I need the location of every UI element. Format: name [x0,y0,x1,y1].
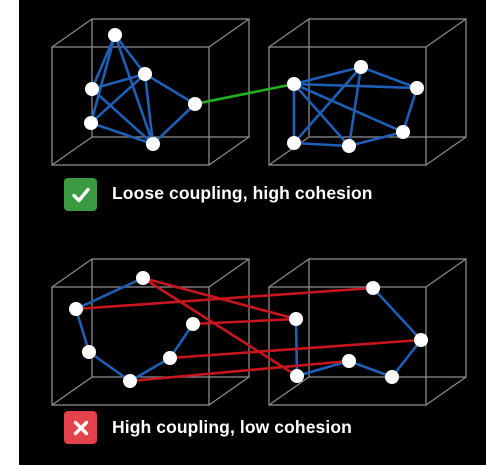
module-node [289,312,303,326]
module-cube-2a-depth-edge [208,376,250,406]
cohesion-edge [87,350,132,383]
module-node [366,281,380,295]
module-cube-1a-front-face [51,46,210,166]
module-node [410,81,424,95]
cohesion-edge [292,82,419,90]
module-node [163,351,177,365]
cohesion-edge [294,317,299,378]
module-cube-2a-depth-edge [208,258,250,288]
cohesion-edge [74,307,91,354]
cohesion-edge [89,72,147,125]
cohesion-edge [90,87,155,146]
coupling-edge-bad [141,276,299,378]
module-node [84,116,98,130]
module-cube-2a-depth-edge [51,376,93,406]
module-cube-1b-front-face [268,46,427,166]
module-cube-1b-depth-edge [268,18,310,48]
cohesion-edge [292,141,351,148]
module-node [290,369,304,383]
cohesion-edge [128,356,172,383]
module-cube-1a-depth-edge [51,136,93,166]
module-cube-2b-back-face [308,258,467,378]
module-node [287,136,301,150]
cohesion-edge [89,121,155,146]
module-cube-1a-depth-edge [208,136,250,166]
success-badge [64,178,97,211]
cohesion-edge [113,33,147,76]
module-cube-1b-depth-edge [268,136,310,166]
cohesion-edge [292,65,363,86]
cross-icon [73,420,88,435]
caption-good: Loose coupling, high cohesion [112,183,373,203]
module-node [186,317,200,331]
cohesion-edge [295,359,351,378]
module-cube-2a-depth-edge [51,258,93,288]
module-node [85,82,99,96]
module-node [69,302,83,316]
module-node [342,354,356,368]
module-node [385,370,399,384]
cohesion-edge [74,276,145,311]
cohesion-edge [347,130,405,148]
module-cube-1a-depth-edge [208,18,250,48]
module-cube-1b-depth-edge [425,136,467,166]
coupling-edge-good [193,82,296,106]
cohesion-edge [89,33,117,125]
cohesion-edge [143,72,155,146]
module-cube-2b-depth-edge [268,258,310,288]
module-cube-2b-depth-edge [425,258,467,288]
coupling-edge-bad [191,317,298,326]
module-node [82,345,96,359]
cohesion-edge [371,286,423,342]
module-cube-2b-depth-edge [425,376,467,406]
cohesion-edge [401,86,419,134]
module-cube-1a-back-face [91,18,250,138]
diagram-svg [51,18,467,406]
coupling-edge-bad [74,286,375,311]
module-node [188,97,202,111]
module-cube-1b-depth-edge [425,18,467,48]
module-node [108,28,122,42]
cohesion-edge [390,338,423,379]
coupling-edge-bad [168,338,423,360]
cohesion-edge [90,33,117,91]
cohesion-edge [292,65,363,145]
module-node [287,77,301,91]
module-cube-1a-depth-edge [51,18,93,48]
cohesion-edge [347,359,394,379]
module-cube-2b-depth-edge [268,376,310,406]
error-badge [64,411,97,444]
cohesion-edge [113,33,155,146]
module-node [414,333,428,347]
module-node [123,374,137,388]
module-node [342,139,356,153]
module-cube-2a-front-face [51,286,210,406]
check-icon [71,187,90,202]
coupling-edge-bad [128,359,351,383]
module-cube-2b-front-face [268,286,427,406]
cohesion-edge [292,82,405,134]
cohesion-edge [347,65,363,148]
cohesion-edge [143,72,197,106]
module-node [146,137,160,151]
caption-bad: High coupling, low cohesion [112,417,352,437]
module-node [354,60,368,74]
module-node [138,67,152,81]
cohesion-edge [292,82,351,148]
module-node [396,125,410,139]
cohesion-edge [90,72,147,91]
cohesion-edge [359,65,419,90]
diagram-canvas: Loose coupling, high cohesion High coupl… [19,0,486,465]
cohesion-edge [151,102,197,146]
module-node [136,271,150,285]
